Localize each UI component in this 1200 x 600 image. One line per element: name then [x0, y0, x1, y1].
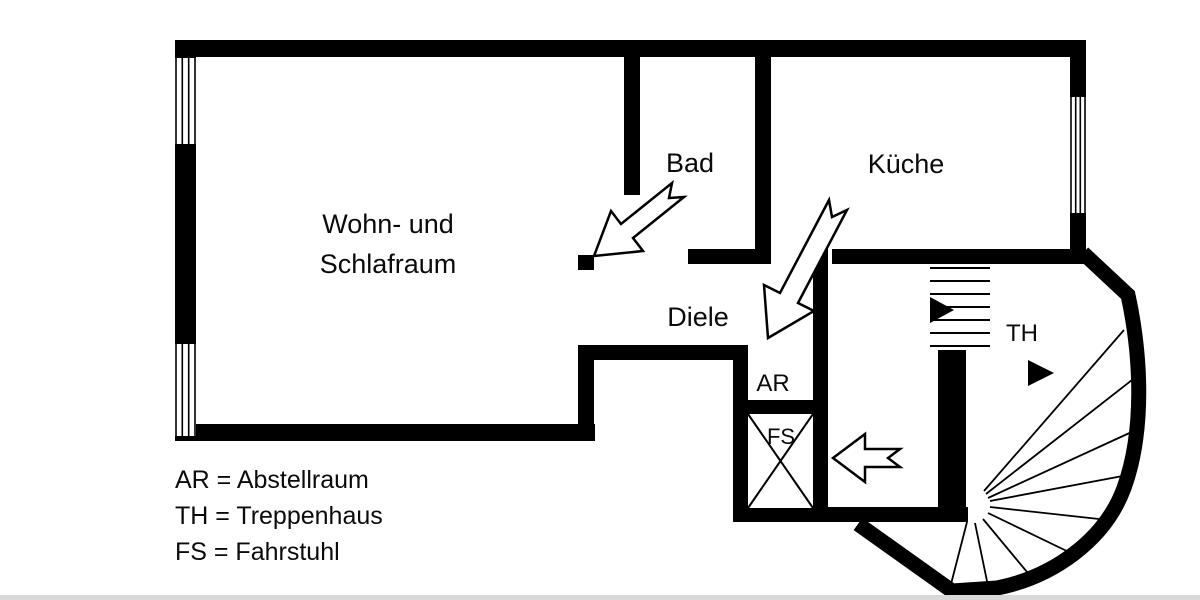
kitchen-door-arrow — [762, 196, 850, 341]
door-arrows — [592, 179, 904, 485]
bath-door-arrow — [592, 179, 688, 258]
bath-bottom-wall — [688, 249, 771, 264]
room-labels: Wohn- und Schlafraum Bad Küche Diele AR … — [320, 148, 1038, 449]
elevator-top-wall — [733, 400, 828, 414]
hallway-bottom-wall — [578, 345, 736, 360]
room-label-elevator: FS — [767, 424, 795, 449]
kitchen-bottom-wall — [832, 249, 1086, 264]
window-kitchen — [1070, 97, 1086, 213]
room-label-living-line1: Wohn- und — [322, 209, 454, 239]
room-label-hallway: Diele — [667, 302, 729, 332]
windows — [175, 58, 1086, 436]
living-opening-stub — [578, 255, 594, 270]
stair-direction-arrow-lower — [1028, 360, 1054, 386]
legend-item-fs: FS = Fahrstuhl — [175, 538, 340, 566]
elevator-shaft — [733, 400, 828, 522]
landing-bottom-wall — [828, 507, 968, 522]
window-living-bottom — [175, 344, 196, 436]
elevator-left-wall — [733, 345, 748, 522]
legend-item-ar: AR = Abstellraum — [175, 466, 369, 494]
elevator-bottom-wall — [733, 508, 828, 522]
room-label-kitchen: Küche — [868, 149, 945, 179]
living-bath-divider-wall — [624, 57, 640, 195]
room-label-storage: AR — [756, 370, 789, 397]
page-bottom-edge — [0, 595, 1200, 600]
stair-direction-arrow-upper — [930, 297, 954, 323]
entry-door-arrow — [830, 431, 904, 485]
window-living-top — [175, 58, 196, 144]
stair-inner-wall — [938, 350, 966, 522]
room-label-stairwell: TH — [1006, 320, 1038, 347]
room-label-living-line2: Schlafraum — [320, 249, 457, 279]
top-wall — [175, 40, 1086, 57]
stairwell-left-wall — [813, 249, 828, 522]
legend: AR = Abstellraum TH = Treppenhaus FS = F… — [175, 466, 383, 566]
elevator-cross-line-2 — [747, 413, 814, 509]
living-right-lower-wall — [578, 345, 594, 441]
room-label-bathroom: Bad — [666, 148, 714, 178]
bath-kitchen-divider-wall — [755, 57, 771, 264]
staircase — [853, 247, 1147, 599]
legend-item-th: TH = Treppenhaus — [175, 502, 383, 530]
stair-steps-winder — [949, 329, 1137, 589]
living-bottom-wall — [175, 424, 595, 441]
